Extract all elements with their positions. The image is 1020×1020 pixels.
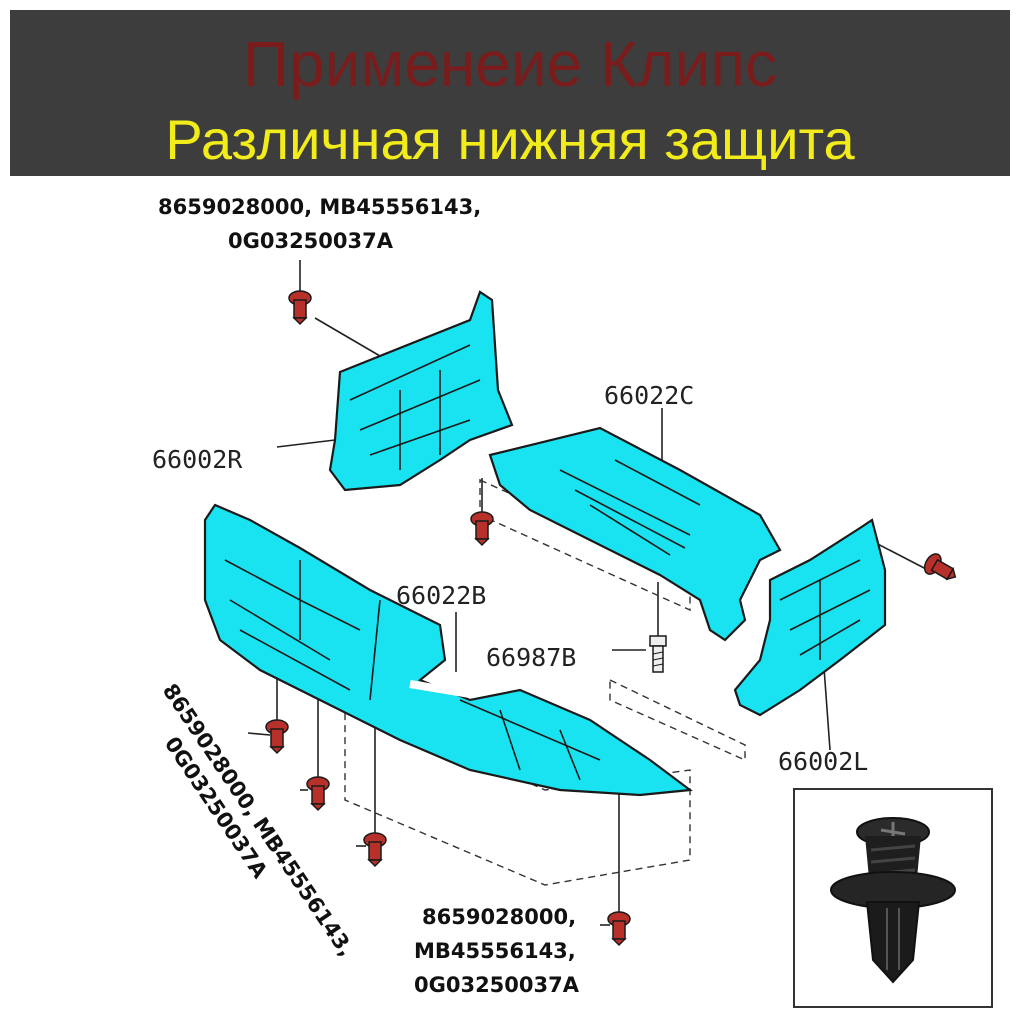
header-banner: Применеие Клипс Различная нижняя защита: [10, 10, 1010, 176]
label-66987B: 66987B: [486, 643, 576, 672]
callout-bottom-line1: 8659028000,: [422, 905, 576, 929]
left-side-shield: [733, 518, 887, 717]
callout-rotated: 8659028000, MB45556143, 0G03250037A: [158, 679, 359, 960]
front-shield: [203, 503, 693, 797]
banner-title: Применеие Клипс: [242, 28, 778, 100]
label-66022B: 66022B: [396, 581, 486, 610]
center-shield: [488, 426, 782, 642]
label-66002L: 66002L: [778, 747, 868, 776]
clip-photo-frame: [793, 788, 993, 1008]
clip-photo-icon: [830, 817, 956, 984]
label-66002R: 66002R: [152, 445, 243, 474]
callout-rotated-line1: 8659028000, MB45556143,: [158, 679, 359, 960]
label-66022C: 66022C: [604, 381, 694, 410]
right-side-shield: [328, 290, 514, 492]
banner-subtitle: Различная нижняя защита: [165, 108, 855, 171]
bolt-icon: [649, 635, 667, 673]
callout-top-line1: 8659028000, MB45556143,: [158, 195, 481, 219]
callout-top-line2: 0G03250037A: [228, 229, 394, 253]
callout-bottom-line2: MB45556143,: [414, 939, 576, 963]
callout-bottom-line3: 0G03250037A: [414, 973, 580, 997]
projection-outlines: [344, 478, 746, 886]
